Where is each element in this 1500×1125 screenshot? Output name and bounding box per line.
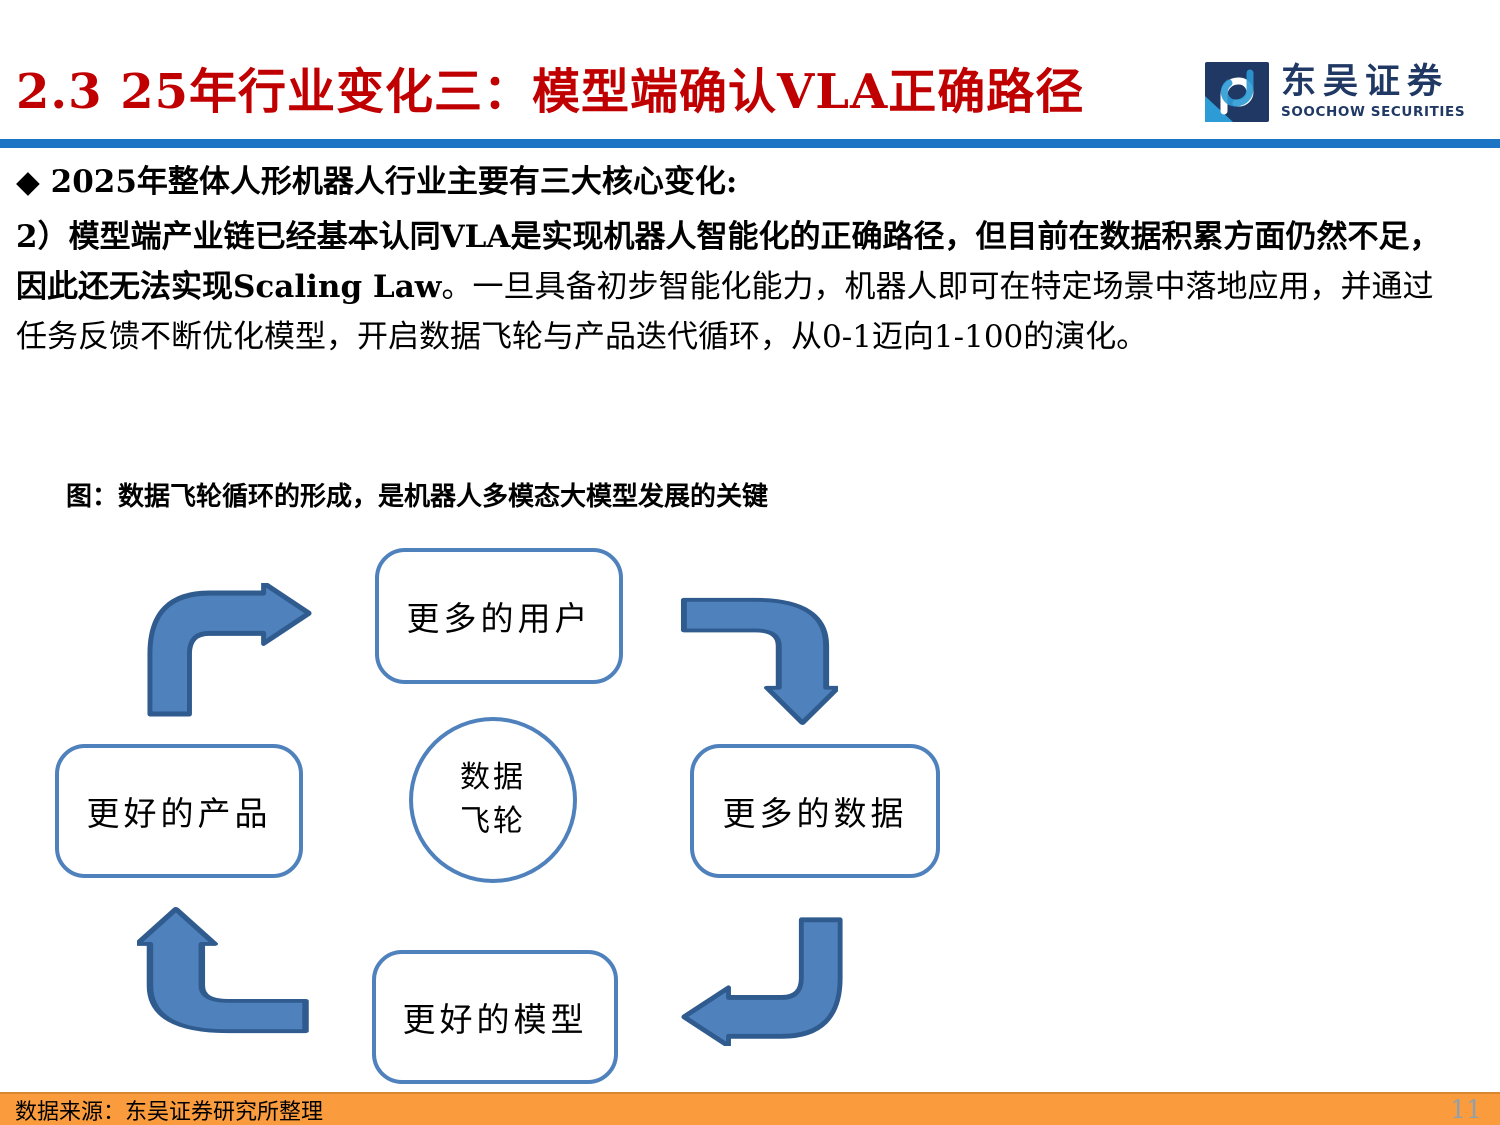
- key-changes-heading: ◆ 2025年整体人形机器人行业主要有三大核心变化:: [16, 158, 1448, 206]
- figure-caption: 图：数据飞轮循环的形成，是机器人多模态大模型发展的关键: [66, 482, 769, 512]
- node-more-users: 更多的用户: [375, 548, 623, 684]
- footer-bar: 数据来源：东吴证券研究所整理 11: [0, 1092, 1500, 1125]
- paragraph-bold-text: 2）模型端产业链已经基本认同VLA是实现机器人智能化的正确路径，但目前在数据积累…: [16, 219, 1441, 305]
- arrow-product-to-users-icon: [147, 583, 312, 717]
- soochow-logo-icon: [1205, 62, 1269, 122]
- data-flywheel-hub: 数据 飞轮: [409, 717, 577, 883]
- node-more-data: 更多的数据: [690, 744, 940, 878]
- slide-title: 2.3 25年行业变化三：模型端确认VLA正确路径: [16, 64, 1085, 120]
- arrow-model-to-product-icon: [137, 907, 309, 1034]
- logo-en-text: SOOCHOW SECURITIES: [1281, 103, 1466, 120]
- data-source-text: 数据来源：东吴证券研究所整理: [15, 1099, 324, 1125]
- page-number: 11: [1450, 1095, 1482, 1124]
- key-changes-heading-text: 2025年整体人形机器人行业主要有三大核心变化:: [50, 164, 738, 200]
- diamond-bullet-icon: ◆: [16, 164, 40, 200]
- arrow-data-to-model-icon: [681, 917, 843, 1046]
- model-paragraph: 2）模型端产业链已经基本认同VLA是实现机器人智能化的正确路径，但目前在数据积累…: [16, 212, 1448, 362]
- logo-cn-text: 东吴证券: [1281, 61, 1450, 102]
- node-better-product: 更好的产品: [55, 744, 303, 878]
- arrow-users-to-data-icon: [680, 597, 838, 725]
- hub-label-line1: 数据: [460, 760, 526, 795]
- hub-label-line2: 飞轮: [460, 804, 526, 839]
- body-text-block: ◆ 2025年整体人形机器人行业主要有三大核心变化: 2）模型端产业链已经基本认…: [16, 158, 1448, 362]
- paragraph-regular-text: 。一旦具备初步智能化能力，机器人即可在特定场景中落地应用，并通过任务反馈不断优化…: [16, 269, 1434, 355]
- soochow-securities-logo: 东吴证券 SOOCHOW SECURITIES: [1205, 62, 1465, 122]
- node-better-model: 更好的模型: [372, 950, 618, 1084]
- header-divider-line: [0, 139, 1500, 148]
